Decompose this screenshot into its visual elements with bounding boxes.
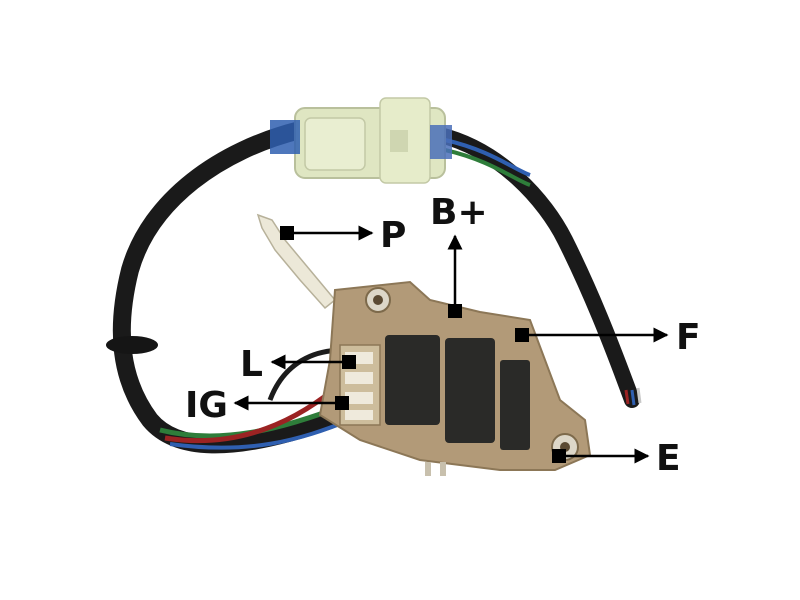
marker-ig: [335, 396, 349, 410]
callout-p: P: [280, 215, 406, 256]
cable-grommet: [106, 336, 158, 354]
callout-ig: IG: [185, 385, 349, 426]
cable-right-green-wire: [444, 148, 531, 187]
marker-e: [552, 449, 566, 463]
label-p: P: [380, 215, 406, 256]
marker-p: [280, 226, 294, 240]
marker-b-plus: [448, 304, 462, 318]
regulator-pin-1: [425, 462, 431, 476]
regulator-component-1: [385, 335, 440, 425]
callout-f: F: [515, 317, 701, 358]
wire-blue: [169, 418, 351, 450]
marker-f: [515, 328, 529, 342]
label-b-plus: B+: [430, 192, 488, 233]
label-l: L: [240, 344, 263, 385]
regulator-component-2: [445, 338, 495, 443]
callout-l: L: [240, 344, 356, 385]
harness-connector: [270, 97, 452, 184]
regulator-pin-2: [440, 462, 446, 476]
wire-ends: [624, 387, 642, 406]
regulator-component-3: [500, 360, 530, 450]
wire-harness-right: [432, 127, 642, 408]
callout-b-plus: B+: [430, 192, 488, 318]
terminal-strip: [339, 344, 381, 426]
p-terminal-lead: [256, 213, 337, 310]
marker-l: [342, 355, 356, 369]
callout-e: E: [552, 438, 681, 479]
label-f: F: [676, 317, 701, 358]
label-ig: IG: [185, 385, 228, 426]
label-e: E: [656, 438, 681, 479]
mount-hole-top-center: [373, 295, 383, 305]
cable-right-colored-wires: [444, 138, 531, 177]
